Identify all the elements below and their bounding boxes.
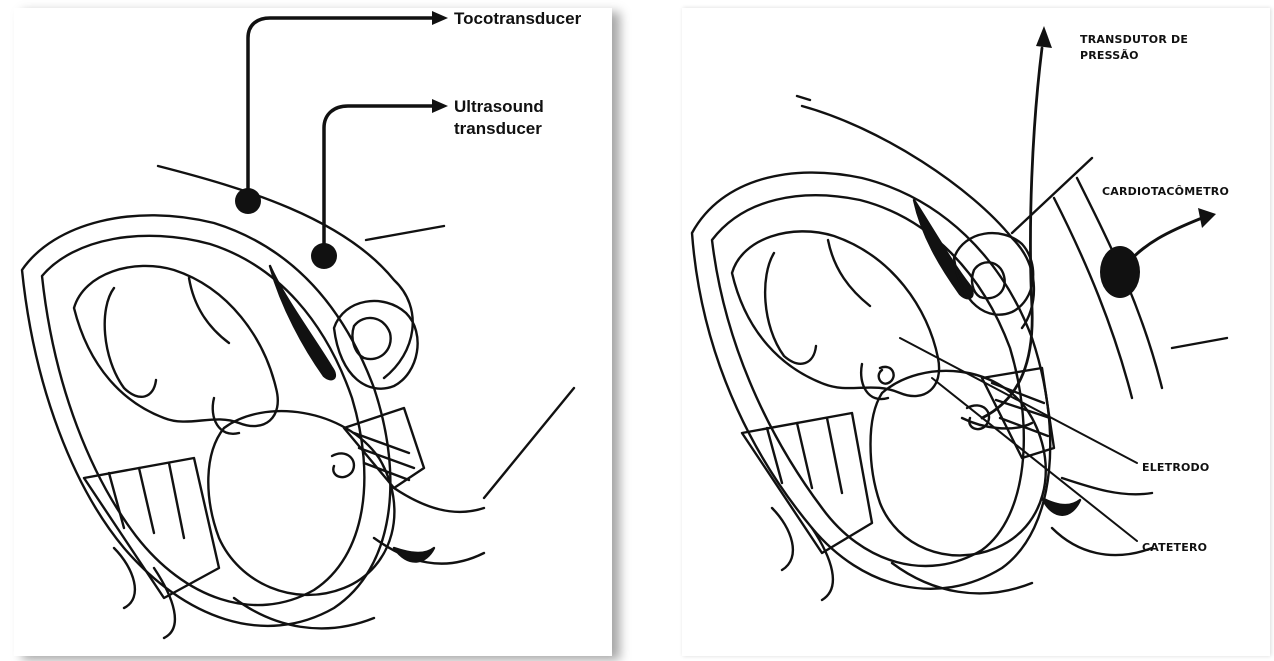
ultrasound-cable <box>324 106 434 244</box>
internal-monitoring-illustration <box>682 8 1270 656</box>
placenta <box>914 200 973 298</box>
fetal-body <box>732 231 939 396</box>
fetal-arm <box>765 253 816 364</box>
electrode-label: ELETRODO <box>1142 460 1209 476</box>
tocotransducer-dot <box>235 188 261 214</box>
fetal-body <box>74 266 278 426</box>
spine <box>742 413 872 553</box>
internal-monitoring-panel: TRANSDUTOR DE PRESSÃO CARDIOTACÔMETRO EL… <box>682 8 1270 656</box>
fetal-ear <box>332 453 354 477</box>
ultrasound-transducer-dot <box>311 243 337 269</box>
uterus-outer <box>692 173 1050 589</box>
tocotransducer-label: Tocotransducer <box>454 8 581 30</box>
pressure-transducer-arrowhead <box>1036 26 1052 48</box>
electrode-leader <box>900 338 1137 463</box>
ultrasound-transducer-label: Ultrasound transducer <box>454 96 544 140</box>
pressure-transducer-label: TRANSDUTOR DE PRESSÃO <box>1080 32 1188 64</box>
ultrasound-arrowhead <box>432 99 448 113</box>
uterus-inner <box>712 195 1024 566</box>
cardiotachometer-label: CARDIOTACÔMETRO <box>1102 184 1229 200</box>
fetal-arm <box>105 288 156 397</box>
placenta <box>270 266 335 379</box>
tocotransducer-cable <box>248 18 434 190</box>
cardiotachometer-arrowhead <box>1198 208 1216 228</box>
tocotransducer-arrowhead <box>432 11 448 25</box>
catheter-label: CATETERO <box>1142 540 1207 556</box>
bladder <box>954 233 1033 315</box>
abdominal-wall <box>158 166 413 378</box>
cardiotachometer-dot <box>1100 246 1140 298</box>
bladder <box>334 301 418 389</box>
external-monitoring-panel: Tocotransducer Ultrasound transducer <box>14 8 612 656</box>
